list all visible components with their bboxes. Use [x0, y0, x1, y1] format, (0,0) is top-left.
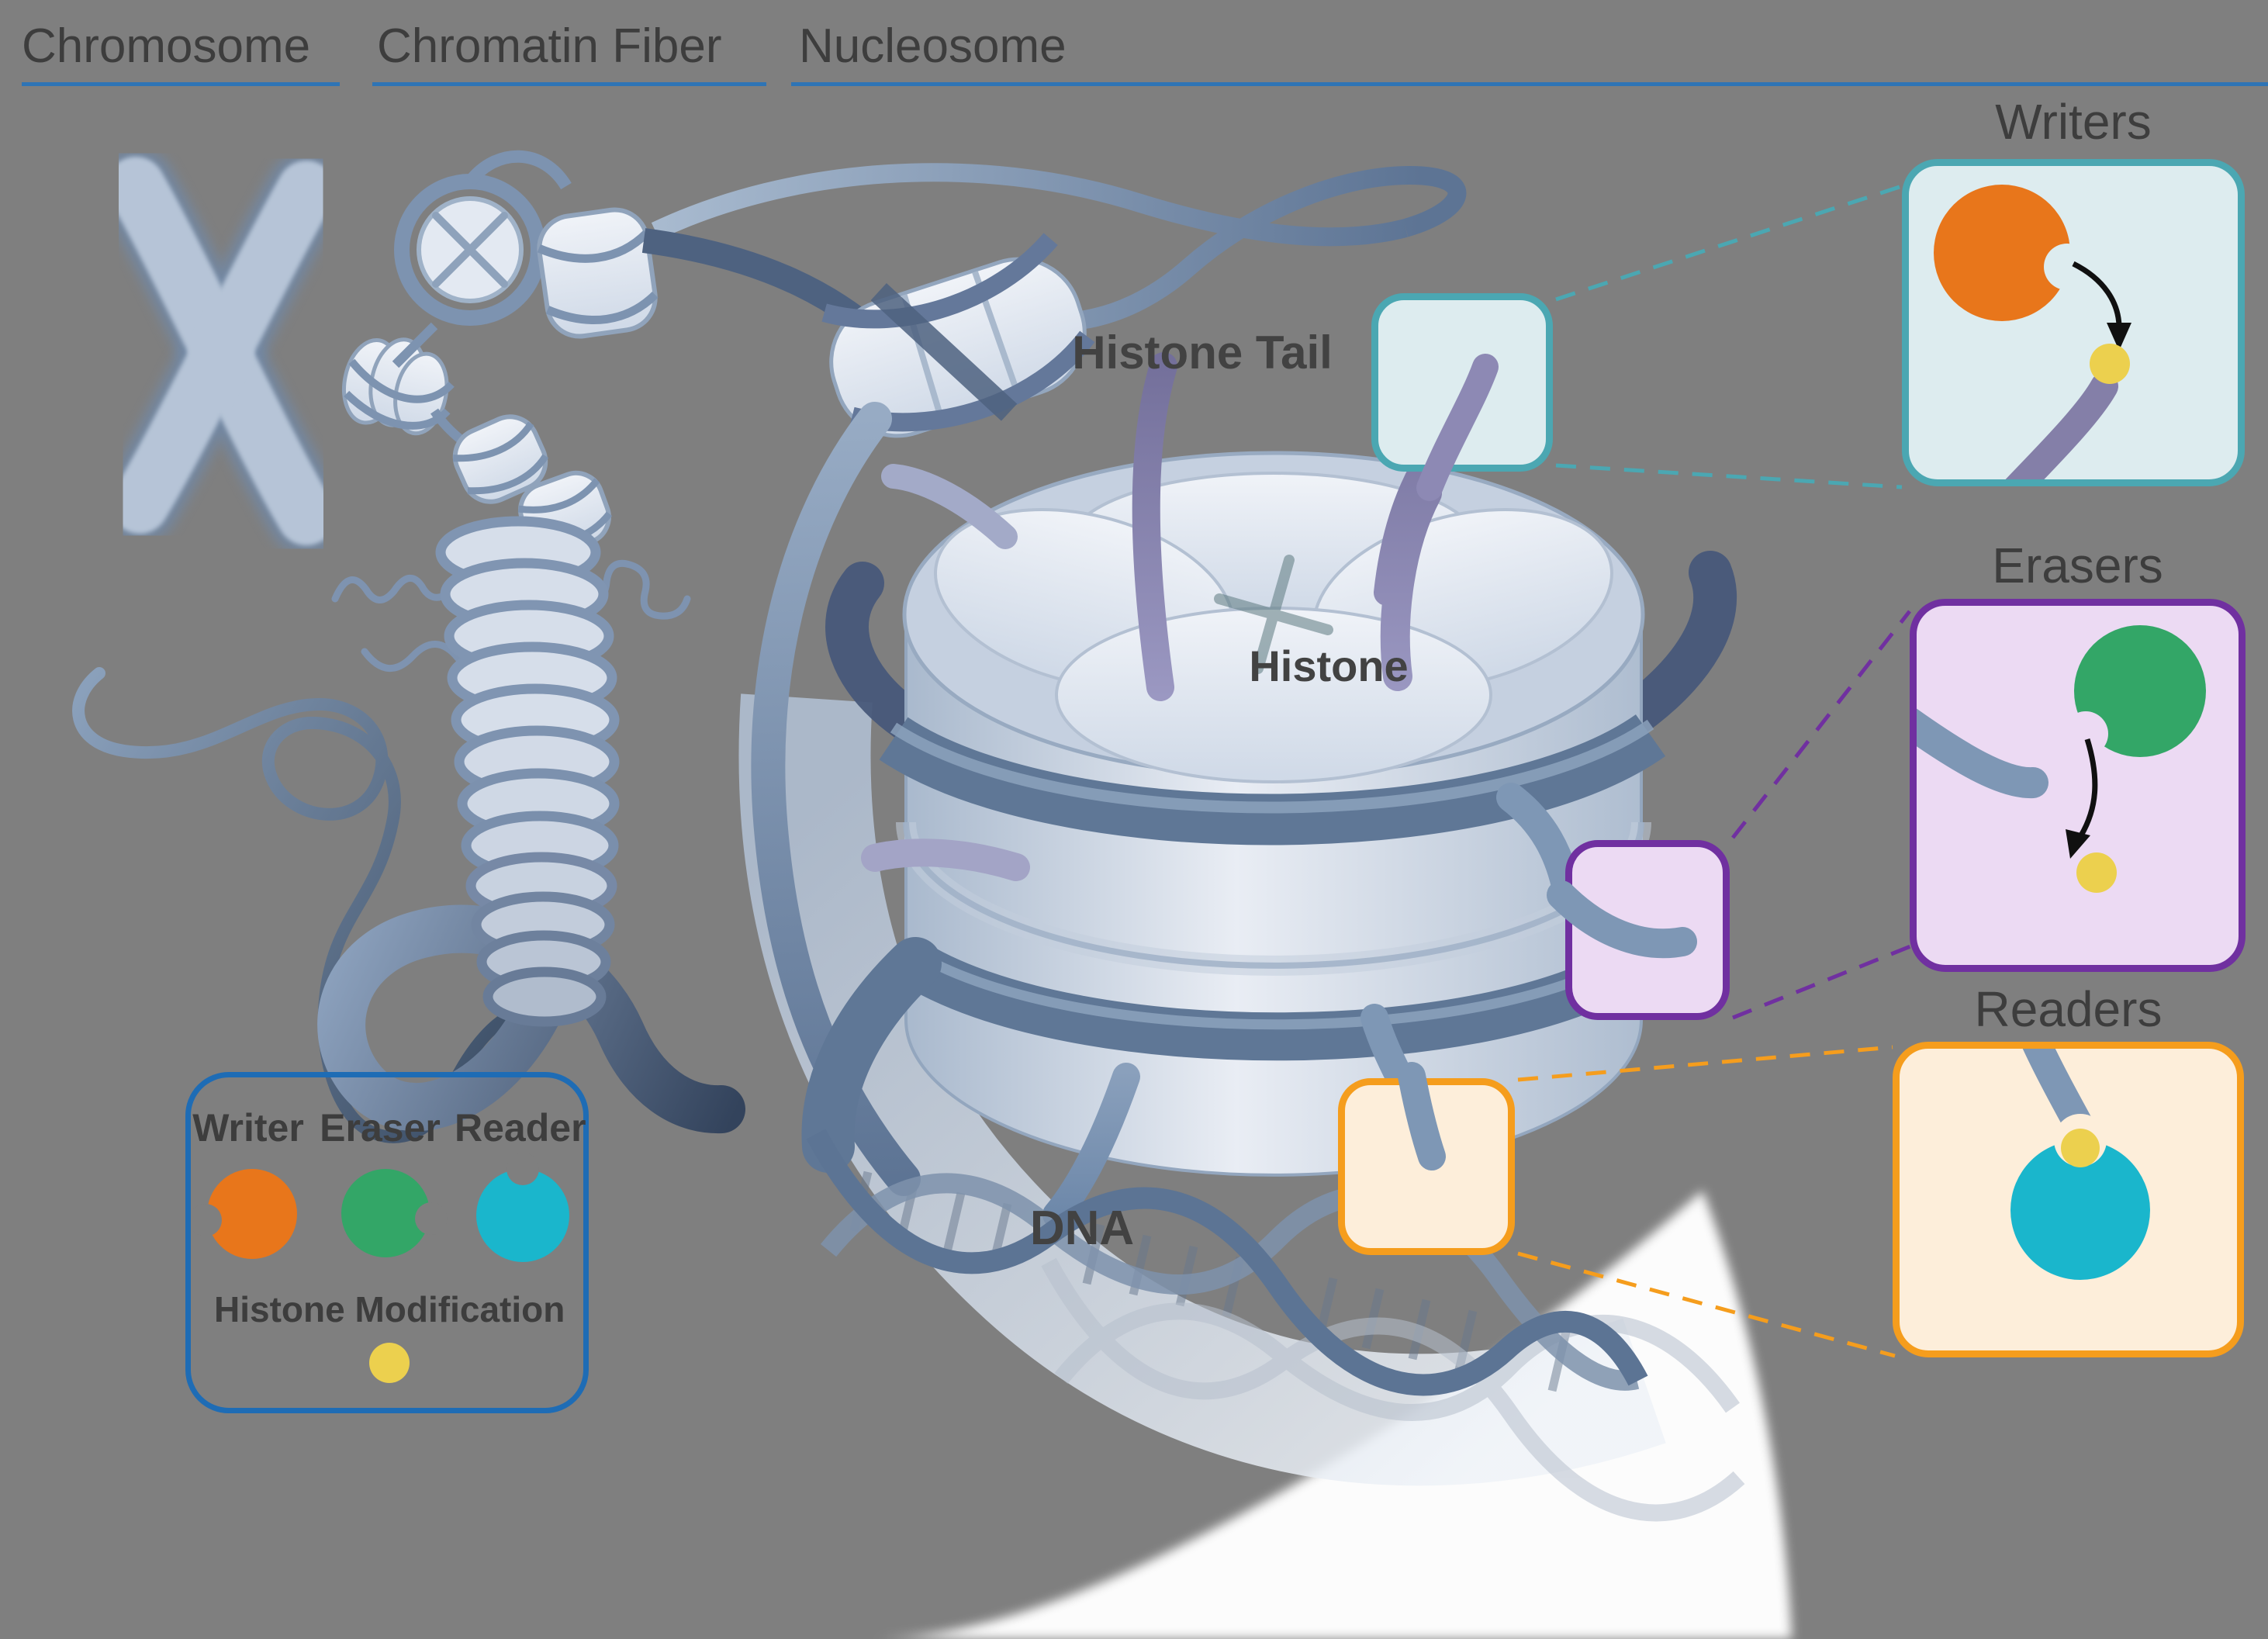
histone-modification-dot: [2061, 1129, 2100, 1167]
writer-enzyme-icon: [1934, 185, 2090, 321]
dna-helix: [806, 1129, 1745, 1522]
section-title-chromosome: Chromosome: [22, 19, 311, 73]
histone-tail-label: Histone Tail: [1072, 327, 1333, 379]
histone-tail-callout-box-erasers: [1547, 840, 1730, 1020]
eraser-enzyme-icon: [2063, 625, 2206, 757]
legend-reader-label: Reader: [455, 1106, 586, 1150]
mini-nucleosome: [821, 233, 1095, 438]
legend-writer-label: Writer: [192, 1106, 304, 1150]
chromatin-loops: [72, 667, 549, 1143]
chromosome-illustration: [97, 147, 345, 555]
histone-modification-dot: [2076, 852, 2117, 893]
histone-tail-in-box: [1416, 354, 1499, 501]
chromatin-fiber-illustration: [342, 150, 659, 1027]
chromatin-ribbon-dark: [317, 904, 745, 1134]
writer-icon: [191, 1169, 297, 1259]
remove-modification-arrow-icon: [2066, 738, 2098, 859]
histone-tail-in-box: [1398, 1062, 1446, 1170]
section-title-chromatin-fiber: Chromatin Fiber: [377, 19, 722, 73]
add-modification-arrow-icon: [2072, 261, 2131, 351]
underline-chromosome: [22, 82, 340, 86]
solenoid-coil: [435, 516, 620, 1027]
readers-panel: [1893, 1042, 2244, 1357]
histone-modification-icon: [369, 1343, 410, 1383]
erasers-panel-title: Erasers: [1992, 538, 2163, 593]
section-title-nucleosome: Nucleosome: [799, 19, 1067, 73]
readers-panel-title: Readers: [1974, 981, 2163, 1037]
callout-connectors: [1517, 184, 1915, 1358]
histone-tail-in-panel: [2005, 372, 2118, 479]
eraser-icon: [341, 1169, 448, 1257]
histone-tail-callout-box-readers: [1338, 1062, 1515, 1255]
nucleosome-illustration: [801, 352, 1737, 1229]
dna-label: DNA: [1029, 1202, 1135, 1255]
histone-modification-dot: [2090, 344, 2130, 384]
histone-tail-in-box: [1547, 880, 1697, 959]
histone-tail-in-panel: [1917, 708, 2048, 799]
histone-tails: [861, 352, 1582, 1229]
writers-panel-title: Writers: [1995, 94, 2152, 150]
legend-modification-label: Histone Modification: [214, 1289, 565, 1330]
legend-box: Writer Eraser Reader Histone Modificatio…: [185, 1072, 589, 1413]
reader-icon: [476, 1153, 569, 1262]
underline-chromatin-fiber: [372, 82, 766, 86]
histone-label: Histone: [1249, 641, 1409, 690]
legend-eraser-label: Eraser: [320, 1106, 441, 1150]
writers-panel: [1902, 159, 2245, 486]
underline-nucleosome: [791, 82, 2268, 86]
histone-tail-callout-box-writers: [1371, 293, 1553, 501]
dna-zoom-white-area: [869, 1191, 1792, 1639]
erasers-panel: [1910, 599, 2246, 972]
